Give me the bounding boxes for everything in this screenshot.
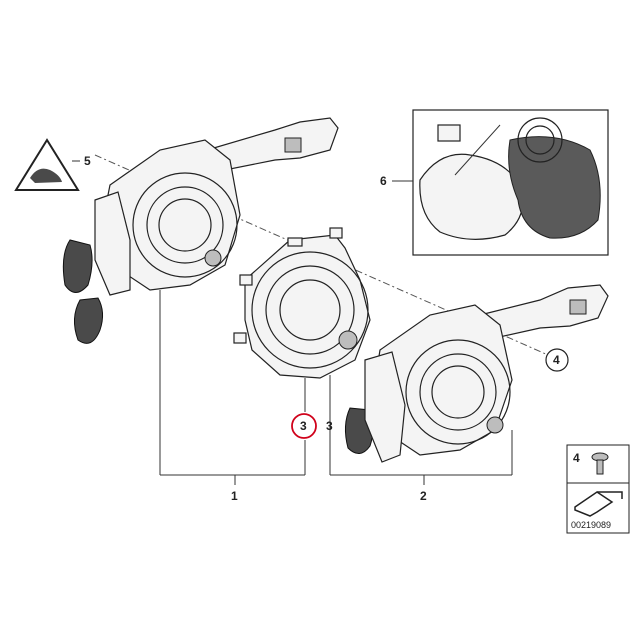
connector-left [204, 249, 222, 267]
ring-component [517, 117, 563, 163]
highlight-circle-3 [291, 413, 317, 439]
callout-2: 2 [420, 489, 427, 503]
glove-dark [508, 136, 601, 239]
plug-lower-left [74, 297, 104, 344]
legend-code: 00219089 [571, 520, 611, 530]
callout-3-highlighted: 3 [300, 419, 307, 433]
clock-spring-ring-left [132, 172, 238, 278]
switch-block-right [364, 351, 406, 463]
wiper-stalk-right [479, 284, 609, 339]
callout-1: 1 [231, 489, 238, 503]
legend-number: 4 [573, 451, 580, 465]
clock-spring-ring-right [405, 339, 511, 445]
small-part [437, 124, 461, 142]
plug-upper-left [62, 239, 93, 293]
tool-line [454, 124, 501, 176]
screw-icon [591, 452, 609, 475]
switch-block-left [94, 191, 131, 296]
clock-spring-housing [244, 234, 371, 379]
callout-5: 5 [84, 154, 91, 168]
stalk-switch-left [284, 137, 302, 153]
clock-spring-middle [233, 227, 371, 379]
callout-4: 4 [553, 353, 560, 367]
glove-right [419, 153, 524, 240]
callout-4-circle [545, 348, 569, 372]
steering-column-switch-assembly-left [62, 117, 339, 344]
clock-spring-connector [338, 330, 358, 350]
arrow-icon [574, 491, 623, 517]
clock-spring-outer-ring [251, 251, 369, 369]
gloves-illustration [419, 117, 601, 240]
callout-6: 6 [380, 174, 387, 188]
steering-column-switch-assembly-right [344, 284, 609, 463]
stalk-switch-right [569, 299, 587, 315]
callout-3: 3 [326, 419, 333, 433]
connector-right [486, 416, 504, 434]
warning-triangle-icon [14, 138, 80, 191]
